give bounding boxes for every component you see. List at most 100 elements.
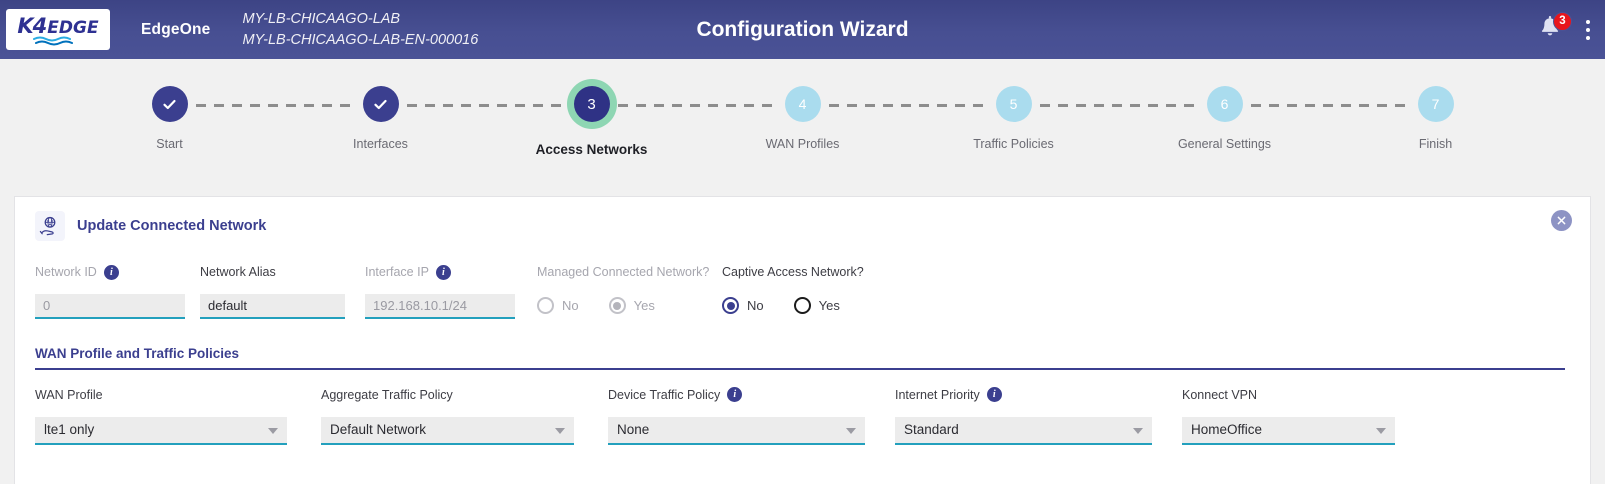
konnect-vpn-select-wrap: HomeOffice bbox=[1182, 416, 1395, 445]
kebab-dot bbox=[1586, 27, 1590, 32]
wan-section: WAN Profile and Traffic Policies bbox=[35, 345, 1570, 370]
step-connector bbox=[1250, 104, 1410, 107]
device-policy-label-wrap: Device Traffic Policy i bbox=[608, 386, 895, 404]
managed-network-radio-no[interactable]: No bbox=[537, 297, 579, 314]
managed-network-label-wrap: Managed Connected Network? bbox=[537, 263, 722, 281]
step-finish[interactable]: 7 Finish bbox=[1330, 59, 1541, 151]
k4-edge-logo[interactable]: K4 EDGE bbox=[6, 9, 110, 50]
wan-section-title: WAN Profile and Traffic Policies bbox=[35, 346, 240, 361]
device-policy-label: Device Traffic Policy bbox=[608, 387, 721, 402]
konnect-vpn-select[interactable]: HomeOffice bbox=[1182, 416, 1395, 445]
radio-label-yes: Yes bbox=[633, 298, 655, 313]
field-aggregate-traffic-policy: Aggregate Traffic Policy Default Network bbox=[321, 386, 608, 445]
step-label-general-settings: General Settings bbox=[1177, 137, 1272, 151]
app-header: K4 EDGE EdgeOne MY-LB-CHICAAGO-LAB MY-LB… bbox=[0, 0, 1605, 59]
wizard-stepper: Start Interfaces 3 Access Networks 4 WAN… bbox=[0, 59, 1605, 185]
interface-ip-label-wrap: Interface IP i bbox=[365, 263, 537, 281]
interface-ip-input[interactable] bbox=[365, 294, 515, 319]
captive-network-radio-no[interactable]: No bbox=[722, 297, 764, 314]
step-traffic-policies[interactable]: 5 Traffic Policies bbox=[908, 59, 1199, 151]
aggregate-policy-select[interactable]: Default Network bbox=[321, 416, 574, 445]
step-circle-done[interactable] bbox=[362, 86, 399, 122]
aggregate-policy-label: Aggregate Traffic Policy bbox=[321, 387, 453, 402]
info-icon[interactable]: i bbox=[435, 264, 451, 280]
info-icon[interactable]: i bbox=[986, 387, 1002, 402]
update-connected-network-panel: Update Connected Network Network ID i Ne… bbox=[14, 196, 1591, 484]
radio-label-no: No bbox=[562, 298, 579, 313]
close-panel-button[interactable] bbox=[1551, 210, 1572, 231]
network-on-hand-icon bbox=[39, 216, 56, 236]
step-circle-active[interactable]: 3 bbox=[573, 86, 610, 122]
network-id-label-wrap: Network ID i bbox=[35, 263, 200, 281]
wan-profile-select-wrap: lte1 only bbox=[35, 416, 287, 445]
network-alias-label: Network Alias bbox=[200, 265, 276, 279]
close-icon bbox=[1557, 216, 1566, 225]
field-konnect-vpn: Konnect VPN HomeOffice bbox=[1182, 386, 1395, 445]
wan-profile-label-wrap: WAN Profile bbox=[35, 386, 321, 404]
managed-network-label: Managed Connected Network? bbox=[537, 265, 710, 279]
info-icon[interactable]: i bbox=[727, 387, 743, 402]
section-divider bbox=[35, 368, 1565, 370]
captive-network-radio-yes[interactable]: Yes bbox=[793, 297, 840, 314]
step-interfaces[interactable]: Interfaces bbox=[275, 59, 566, 151]
konnect-vpn-label-wrap: Konnect VPN bbox=[1182, 386, 1395, 404]
field-wan-profile: WAN Profile lte1 only bbox=[35, 386, 321, 445]
kebab-dot bbox=[1586, 35, 1590, 40]
step-circle-todo[interactable]: 4 bbox=[784, 86, 821, 122]
field-device-traffic-policy: Device Traffic Policy i None bbox=[608, 386, 895, 445]
field-interface-ip: Interface IP i bbox=[365, 263, 537, 319]
step-label-wan-profiles: WAN Profiles bbox=[765, 137, 840, 151]
network-id-label: Network ID bbox=[35, 265, 97, 279]
interface-ip-label: Interface IP bbox=[365, 265, 429, 279]
step-connector bbox=[1039, 104, 1199, 107]
internet-priority-label-wrap: Internet Priority i bbox=[895, 386, 1182, 404]
managed-network-radios: No Yes bbox=[537, 297, 722, 314]
wan-profile-select[interactable]: lte1 only bbox=[35, 416, 287, 445]
field-network-alias: Network Alias bbox=[200, 263, 365, 319]
step-connector bbox=[406, 104, 566, 107]
step-wan-profiles[interactable]: 4 WAN Profiles bbox=[697, 59, 988, 151]
step-label-finish: Finish bbox=[1418, 137, 1453, 151]
network-fields-row: Network ID i Network Alias Interface IP … bbox=[15, 241, 1590, 319]
step-circle-todo[interactable]: 6 bbox=[1206, 86, 1243, 122]
internet-priority-select-wrap: Standard bbox=[895, 416, 1152, 445]
radio-circle bbox=[537, 297, 554, 314]
step-connector bbox=[617, 104, 777, 107]
page-title: Configuration Wizard bbox=[696, 17, 909, 41]
field-network-id: Network ID i bbox=[35, 263, 200, 319]
network-id-input[interactable] bbox=[35, 294, 185, 319]
radio-circle-selected bbox=[608, 297, 626, 314]
step-circle-done[interactable] bbox=[151, 86, 188, 122]
device-policy-select[interactable]: None bbox=[608, 416, 865, 445]
step-connector bbox=[828, 104, 988, 107]
step-start[interactable]: Start bbox=[64, 59, 355, 151]
device-policy-select-wrap: None bbox=[608, 416, 865, 445]
site-name: MY-LB-CHICAAGO-LAB bbox=[242, 10, 401, 27]
step-circle-todo[interactable]: 7 bbox=[1417, 86, 1454, 122]
notification-badge: 3 bbox=[1553, 11, 1572, 31]
logo-text: K4 EDGE bbox=[17, 14, 98, 38]
site-identifier: MY-LB-CHICAAGO-LAB MY-LB-CHICAAGO-LAB-EN… bbox=[242, 9, 478, 51]
notifications-button[interactable]: 3 bbox=[1538, 11, 1572, 45]
check-icon bbox=[374, 99, 387, 109]
step-label-interfaces: Interfaces bbox=[353, 137, 408, 151]
header-actions: 3 bbox=[1538, 0, 1595, 59]
panel-header: Update Connected Network bbox=[15, 197, 1590, 241]
radio-circle-selected bbox=[722, 297, 739, 314]
network-alias-input[interactable] bbox=[200, 294, 345, 319]
aggregate-policy-select-wrap: Default Network bbox=[321, 416, 574, 445]
step-general-settings[interactable]: 6 General Settings bbox=[1119, 59, 1410, 151]
step-access-networks[interactable]: 3 Access Networks bbox=[486, 59, 777, 157]
radio-circle bbox=[793, 297, 811, 314]
captive-network-label: Captive Access Network? bbox=[722, 265, 864, 279]
field-managed-connected-network: Managed Connected Network? No Yes bbox=[537, 263, 722, 314]
wan-profile-label: WAN Profile bbox=[35, 387, 103, 402]
overflow-menu-button[interactable] bbox=[1586, 19, 1591, 40]
captive-network-label-wrap: Captive Access Network? bbox=[722, 263, 864, 281]
step-circle-todo[interactable]: 5 bbox=[995, 86, 1032, 122]
internet-priority-select[interactable]: Standard bbox=[895, 416, 1152, 445]
check-icon bbox=[163, 99, 176, 109]
managed-network-radio-yes[interactable]: Yes bbox=[608, 297, 655, 314]
info-icon[interactable]: i bbox=[103, 264, 119, 280]
logo-k4-text: K4 bbox=[17, 13, 47, 38]
